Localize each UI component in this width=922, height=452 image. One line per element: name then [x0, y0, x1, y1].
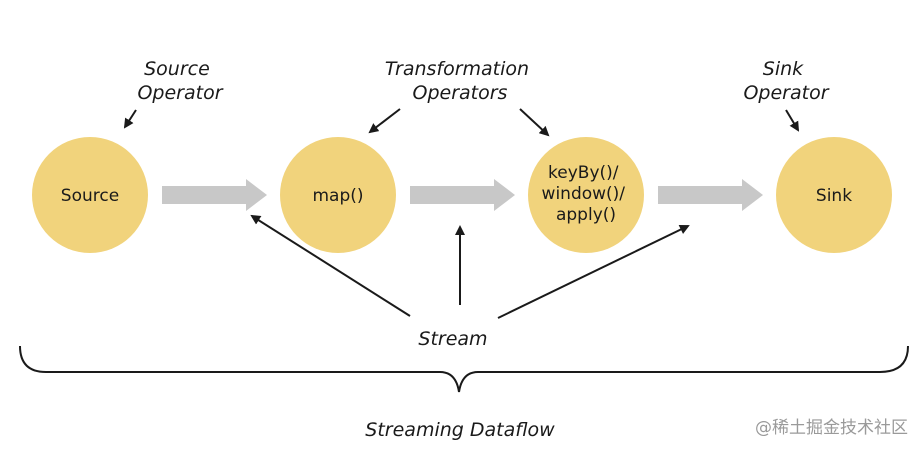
- source-node-label: Source: [61, 186, 119, 206]
- transformation-operators-label: Transformation Operators: [385, 58, 535, 104]
- source-operator-line-1: Source: [144, 58, 210, 80]
- flow-arrow-map-to-window: [410, 179, 515, 211]
- transformation-to-window-arrow: [519, 108, 550, 137]
- stream-label: Stream: [418, 328, 487, 350]
- sink-node: [776, 137, 892, 253]
- transformation-to-map-arrow: [368, 108, 401, 134]
- sink-node-label: Sink: [816, 186, 852, 206]
- watermark-text: @稀土掘金技术社区: [755, 418, 908, 438]
- streaming-dataflow-label: Streaming Dataflow: [365, 419, 555, 441]
- dataflow-brace: [19, 345, 909, 393]
- transformation-operators-line-2: Operators: [413, 82, 508, 104]
- source-node: [32, 137, 148, 253]
- window-node-line-1: keyBy()/: [548, 163, 619, 183]
- source-operator-arrow: [123, 109, 137, 129]
- window-node-label: keyBy()/ window()/ apply(): [542, 163, 631, 225]
- stream-arrow-left: [250, 214, 411, 317]
- flow-arrow-window-to-sink: [658, 179, 763, 211]
- stream-arrow-right: [497, 224, 690, 319]
- source-operator-label: Source Operator: [137, 58, 223, 104]
- sink-operator-arrow: [785, 109, 800, 132]
- sink-operator-label: Sink Operator: [743, 58, 829, 104]
- sink-operator-line-2: Operator: [743, 82, 829, 104]
- window-node: [528, 137, 644, 253]
- window-node-line-2: window()/: [542, 184, 626, 204]
- transformation-operators-line-1: Transformation: [385, 58, 529, 80]
- sink-operator-line-1: Sink: [763, 58, 804, 80]
- map-node-label: map(): [312, 186, 363, 206]
- source-operator-line-2: Operator: [137, 82, 223, 104]
- flow-arrow-source-to-map: [162, 179, 267, 211]
- map-node: [280, 137, 396, 253]
- window-node-line-3: apply(): [556, 205, 616, 225]
